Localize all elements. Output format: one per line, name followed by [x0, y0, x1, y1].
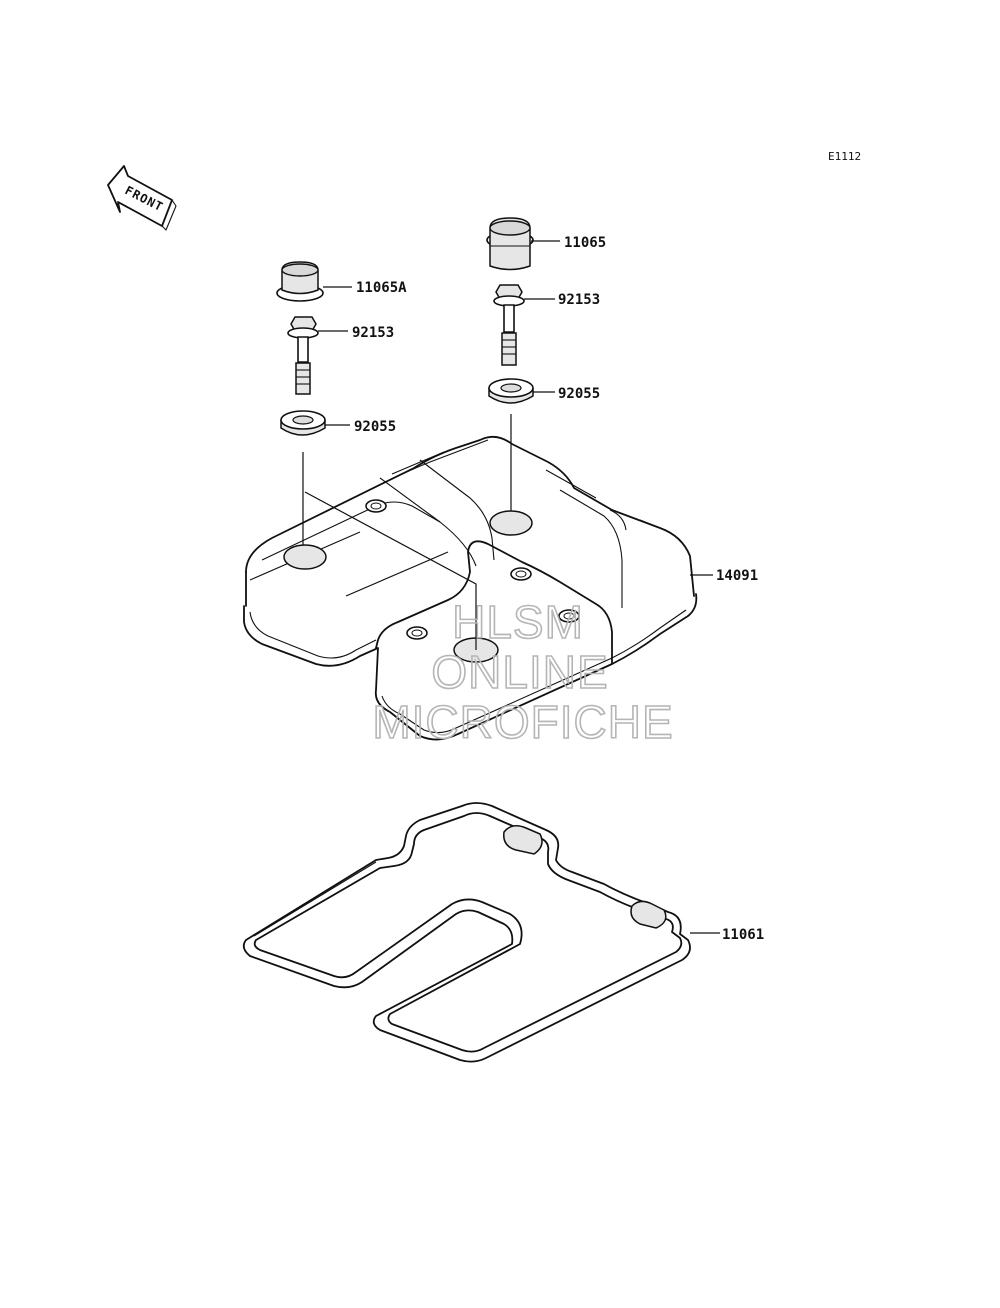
bolt-left-drawing [287, 316, 319, 395]
part-number-washer-left: 92055 [354, 419, 396, 435]
cap-right-drawing [486, 217, 534, 271]
part-number-cap-right: 11065 [564, 235, 606, 251]
part-number-bolt-left: 92153 [352, 325, 394, 341]
part-number-cap-left: 11065A [356, 280, 407, 296]
reference-code: E1112 [828, 150, 861, 163]
gasket-drawing [242, 802, 691, 1063]
cap-left-drawing [276, 261, 324, 302]
washer-right-drawing [488, 378, 534, 404]
washer-left-drawing [280, 410, 326, 436]
watermark-line-1: HLSM [452, 596, 584, 648]
watermark: HLSM ONLINE MICROFICHE [372, 595, 674, 749]
cylinder-head-cover-drawing [243, 435, 698, 741]
watermark-line-2: ONLINE [431, 646, 608, 698]
front-arrow-icon: FRONT [107, 165, 177, 231]
part-number-washer-right: 92055 [558, 386, 600, 402]
front-label: FRONT [123, 183, 166, 214]
part-number-cylinder-head-cover: 14091 [716, 568, 758, 584]
part-number-bolt-right: 92153 [558, 292, 600, 308]
part-number-gasket: 11061 [722, 927, 764, 943]
watermark-line-3: MICROFICHE [372, 696, 673, 748]
bolt-right-drawing [493, 284, 525, 366]
